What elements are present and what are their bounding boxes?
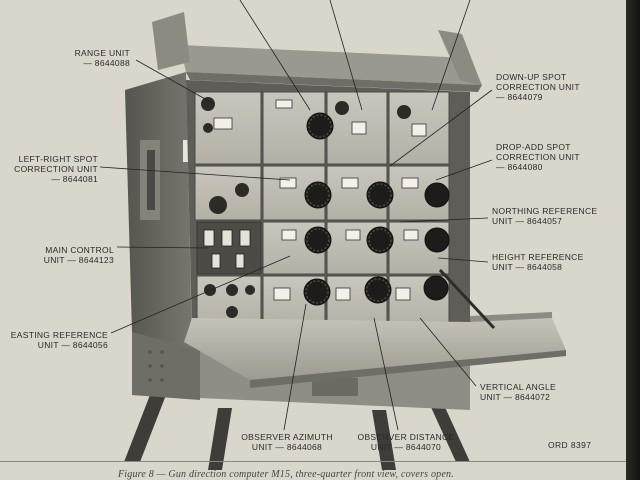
- side-handle: [147, 150, 155, 210]
- label-range-unit: RANGE UNIT— 8644088: [74, 48, 130, 68]
- ord-number: ORD 8397: [548, 440, 592, 450]
- right-cover-flap: [438, 30, 482, 86]
- top-cover: [180, 45, 482, 85]
- work-tray: [184, 318, 566, 380]
- leader-lines: [99, 0, 493, 431]
- small-knobs: [201, 97, 411, 318]
- main-control-switches: [203, 229, 251, 269]
- left-cover-flap: [152, 12, 190, 70]
- book-gutter-shadow: [626, 0, 640, 480]
- figure-caption: Figure 8 — Gun direction computer M15, t…: [118, 469, 454, 480]
- stand-legs: [124, 395, 470, 470]
- side-latch: [183, 140, 191, 162]
- caption-rule: [0, 461, 626, 462]
- control-knobs: [303, 112, 450, 306]
- knob-grip-rings: [305, 114, 392, 304]
- tray-support-arm: [438, 268, 496, 330]
- unit-grid: [194, 91, 450, 327]
- computer-illustration: [99, 0, 566, 470]
- counter-windows: [213, 99, 427, 301]
